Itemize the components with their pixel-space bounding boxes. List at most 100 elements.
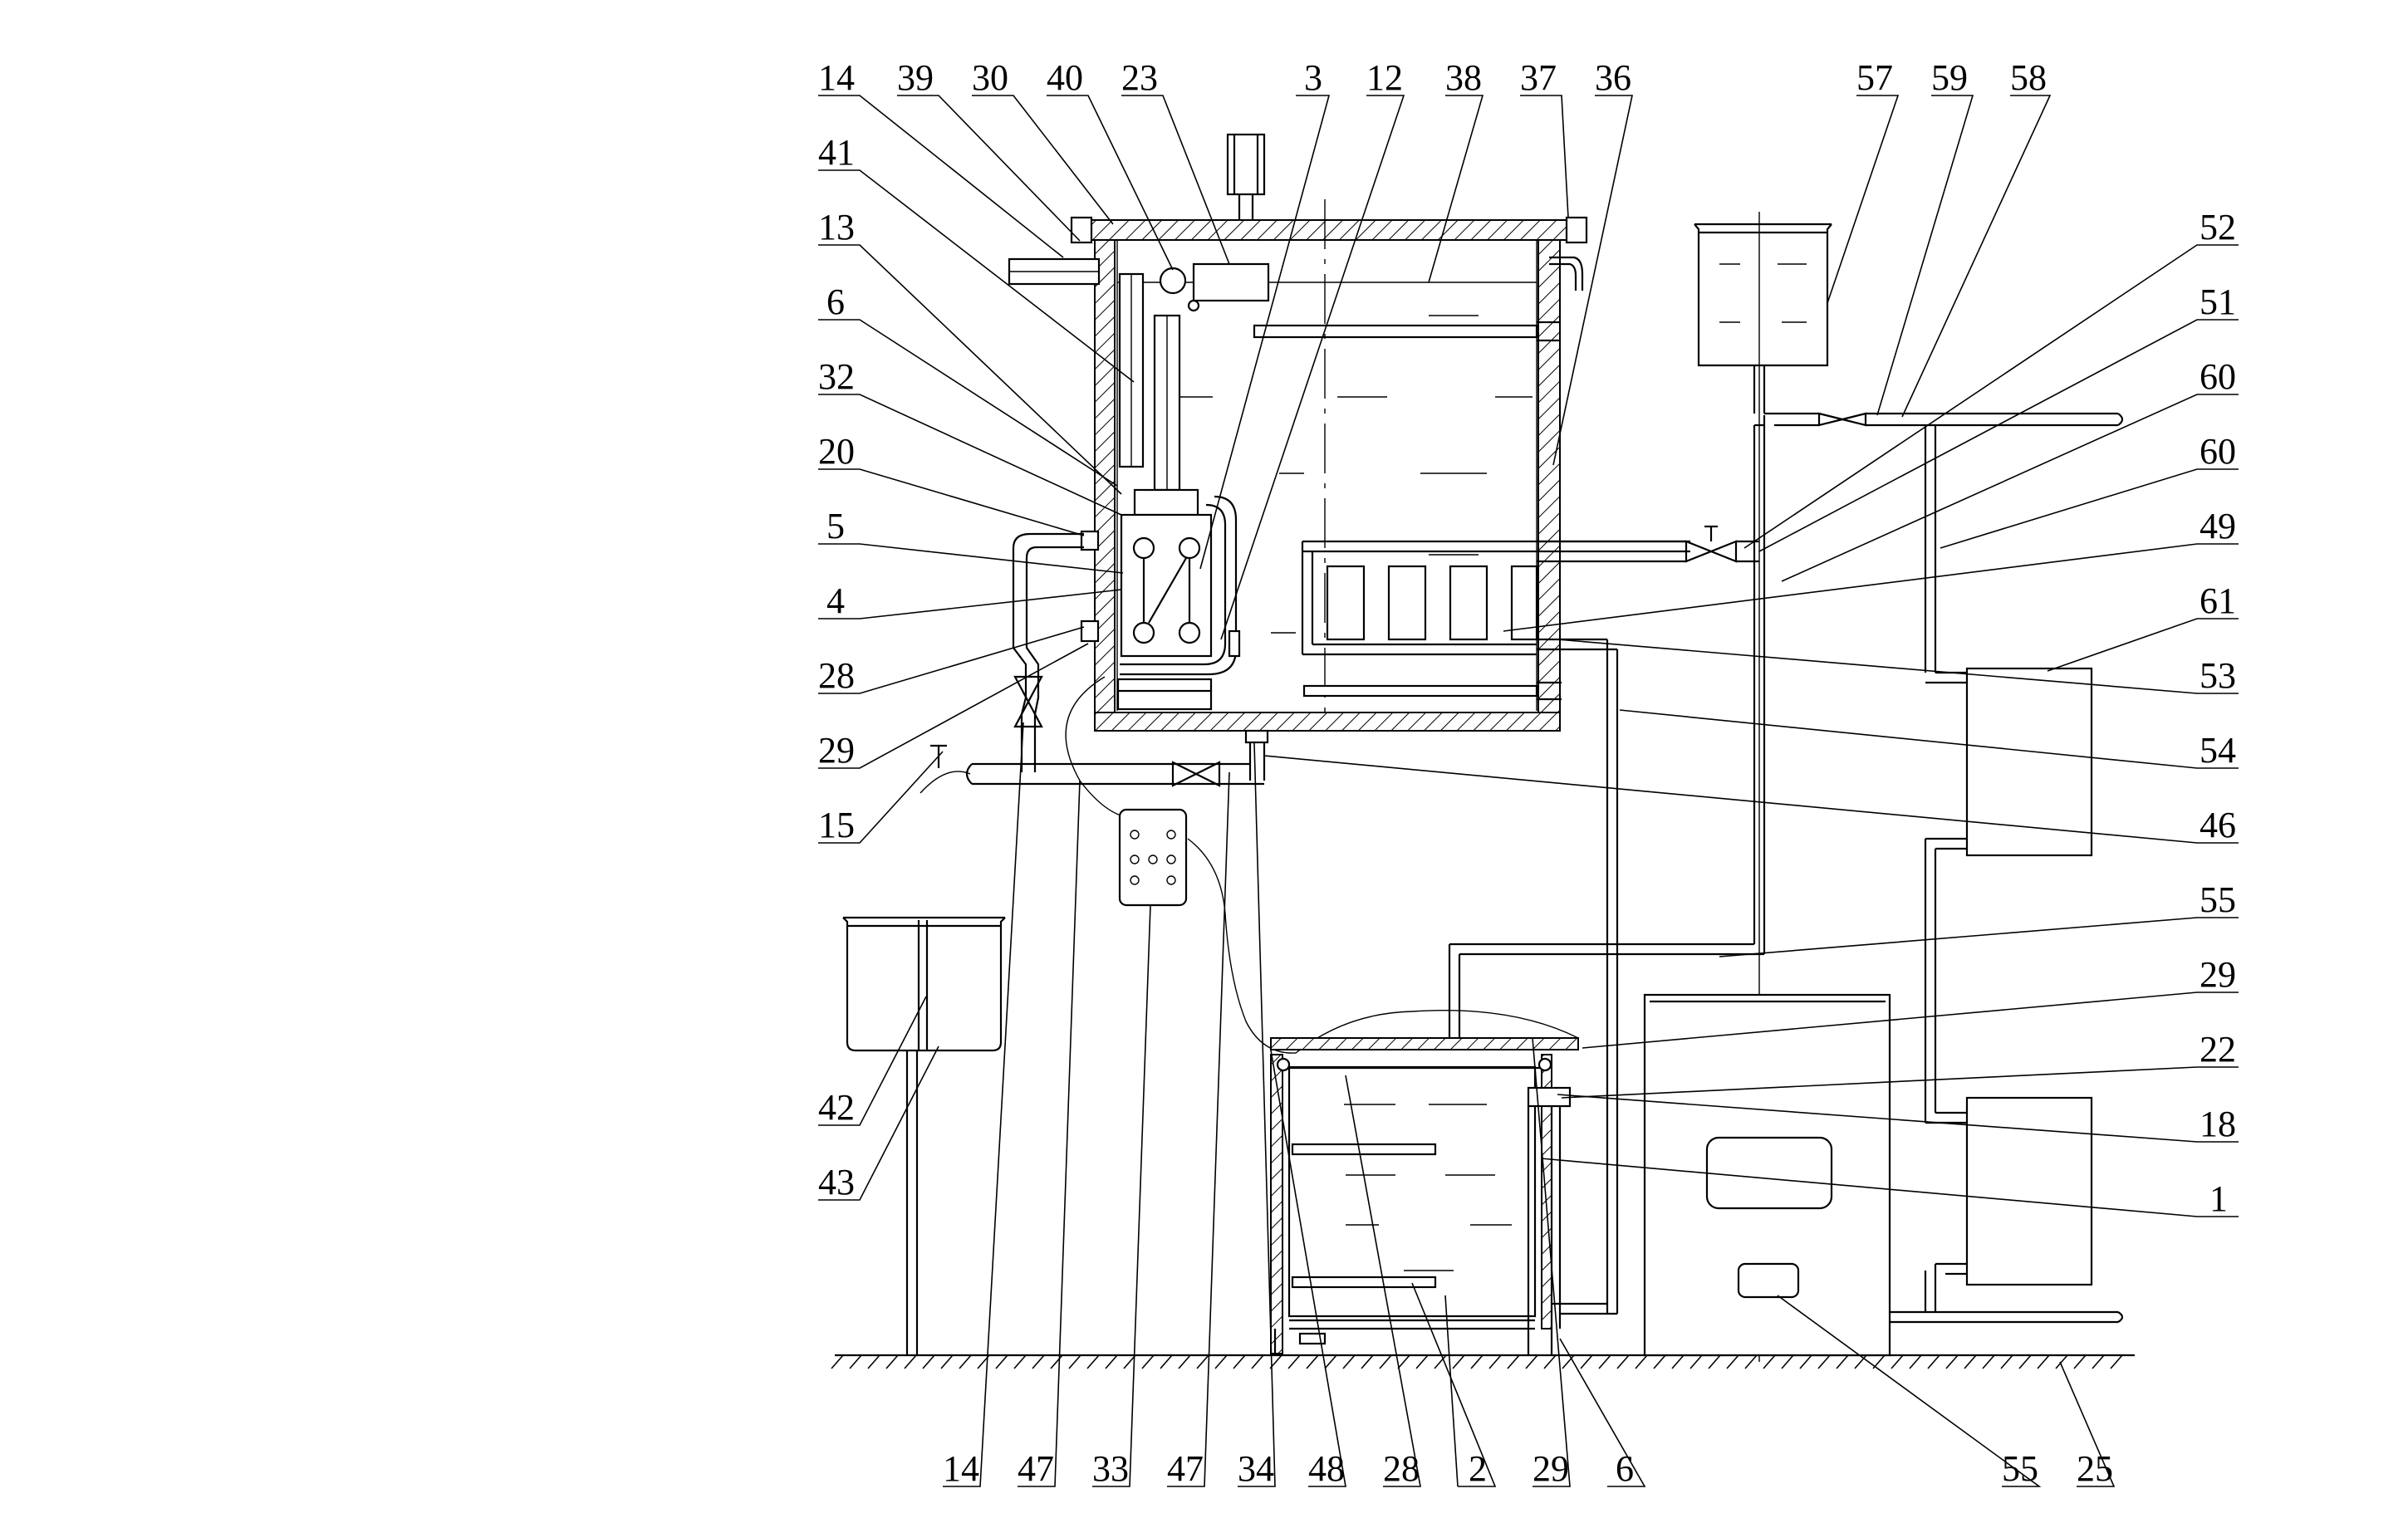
callout-top-58: 58: [2010, 57, 2047, 98]
callout-right-52: 52: [2200, 207, 2236, 247]
callout-top-37: 37: [1520, 57, 1557, 98]
ground-hatch-mark: [1160, 1354, 1173, 1369]
callout-bottom-55: 55: [2002, 1448, 2038, 1489]
callout-bottom-6: 6: [1616, 1448, 1634, 1489]
callout-bottom-47a: 47: [1018, 1448, 1054, 1489]
callout-left-29: 29: [818, 730, 855, 771]
ground-hatch-mark: [1671, 1354, 1685, 1369]
callout-right-60a: 60: [2200, 356, 2236, 397]
callout-left-32: 32: [818, 356, 855, 397]
callout-top-3: 3: [1304, 57, 1322, 98]
callout-top-57: 57: [1856, 57, 1893, 98]
ground-hatch-mark: [2037, 1354, 2050, 1369]
callout-left-28: 28: [818, 655, 855, 696]
ground-hatch-mark: [1488, 1354, 1502, 1369]
ground-hatch-mark: [1525, 1354, 1538, 1369]
callout-bottom-29: 29: [1533, 1448, 1569, 1489]
ground-hatch-mark: [2055, 1354, 2068, 1369]
ground-hatch-mark: [1543, 1354, 1557, 1369]
ground-hatch-mark: [1196, 1354, 1209, 1369]
ground-hatch-mark: [995, 1354, 1008, 1369]
ground-hatch-mark: [1105, 1354, 1118, 1369]
callout-right-29: 29: [2200, 954, 2236, 995]
callout-right-51: 51: [2200, 282, 2236, 322]
callout-left-43: 43: [818, 1162, 855, 1202]
callout-left-20: 20: [818, 431, 855, 472]
callout-right-61: 61: [2200, 580, 2236, 621]
ground-hatch-mark: [1452, 1354, 1465, 1369]
callout-bottom-48: 48: [1308, 1448, 1345, 1489]
ground-hatch-mark: [959, 1354, 972, 1369]
main-reactor: [1008, 133, 1690, 781]
ground-hatch-mark: [1927, 1354, 1940, 1369]
ground-hatch-mark: [1635, 1354, 1648, 1369]
ground-hatch-mark: [885, 1354, 899, 1369]
ground-hatch-mark: [1086, 1354, 1100, 1369]
ground-hatch-mark: [1854, 1354, 1867, 1369]
right-piping: [1448, 212, 2124, 1362]
ground-hatch-mark: [1178, 1354, 1191, 1369]
ground-hatch-mark: [1726, 1354, 1739, 1369]
ground-hatch-mark: [1141, 1354, 1155, 1369]
callout-left-5: 5: [826, 506, 845, 546]
callout-top-14: 14: [818, 57, 855, 98]
ground-hatch-mark: [849, 1354, 862, 1369]
callout-bottom-33: 33: [1092, 1448, 1129, 1489]
ground-hatch: [831, 1354, 2123, 1369]
callout-bottom-34: 34: [1238, 1448, 1274, 1489]
callout-right-1: 1: [2209, 1178, 2228, 1219]
ground-hatch-mark: [904, 1354, 917, 1369]
callout-top-59: 59: [1931, 57, 1968, 98]
ground-hatch-mark: [2018, 1354, 2032, 1369]
callout-left-41: 41: [818, 132, 855, 173]
ground-hatch-mark: [1781, 1354, 1794, 1369]
ground-hatch-mark: [1507, 1354, 1520, 1369]
ground-hatch-mark: [1799, 1354, 1812, 1369]
ground-hatch-mark: [1233, 1354, 1246, 1369]
ground-hatch-mark: [1836, 1354, 1849, 1369]
ground-hatch-mark: [1324, 1354, 1337, 1369]
ground-hatch-mark: [1562, 1354, 1575, 1369]
callout-left-6: 6: [826, 282, 845, 322]
callout-right-54: 54: [2200, 730, 2236, 771]
ground-hatch-mark: [1434, 1354, 1447, 1369]
ground-hatch-mark: [2110, 1354, 2123, 1369]
callout-right-60b: 60: [2200, 431, 2236, 472]
ground-hatch-mark: [1013, 1354, 1027, 1369]
ground-hatch-mark: [1982, 1354, 1995, 1369]
ground-hatch-mark: [1653, 1354, 1666, 1369]
ground-hatch-mark: [831, 1354, 844, 1369]
ground-hatch-mark: [1251, 1354, 1264, 1369]
callout-bottom-25: 25: [2077, 1448, 2113, 1489]
callout-right-49: 49: [2200, 506, 2236, 546]
callout-left-13: 13: [818, 207, 855, 247]
lower-tank: [1270, 1037, 1579, 1355]
ground-hatch-mark: [1891, 1354, 1904, 1369]
callout-right-22: 22: [2200, 1029, 2236, 1070]
ground-hatch-mark: [1068, 1354, 1081, 1369]
callout-top-38: 38: [1445, 57, 1482, 98]
callout-bottom-2: 2: [1469, 1448, 1487, 1489]
ground-hatch-mark: [1580, 1354, 1593, 1369]
callout-left-15: 15: [818, 805, 855, 845]
ground-hatch-mark: [1708, 1354, 1721, 1369]
ground: [831, 1354, 2135, 1369]
ground-hatch-mark: [922, 1354, 935, 1369]
callout-top-39: 39: [897, 57, 934, 98]
ground-hatch-mark: [1342, 1354, 1356, 1369]
ground-hatch-mark: [1415, 1354, 1429, 1369]
callout-right-18: 18: [2200, 1104, 2236, 1144]
ground-hatch-mark: [1287, 1354, 1301, 1369]
ground-hatch-mark: [1470, 1354, 1484, 1369]
ground-hatch-mark: [1744, 1354, 1758, 1369]
ground-hatch-mark: [867, 1354, 880, 1369]
ground-hatch-mark: [1397, 1354, 1410, 1369]
callout-bottom-47b: 47: [1167, 1448, 1204, 1489]
ground-hatch-mark: [1379, 1354, 1392, 1369]
callout-left-42: 42: [818, 1087, 855, 1128]
ground-hatch-mark: [1690, 1354, 1703, 1369]
motor-housing: [1226, 133, 1266, 196]
leader-lines: [818, 95, 2239, 1487]
callouts: 14 39 30 40 23 3 12 38 37 36 57 59 58 41…: [818, 57, 2236, 1489]
